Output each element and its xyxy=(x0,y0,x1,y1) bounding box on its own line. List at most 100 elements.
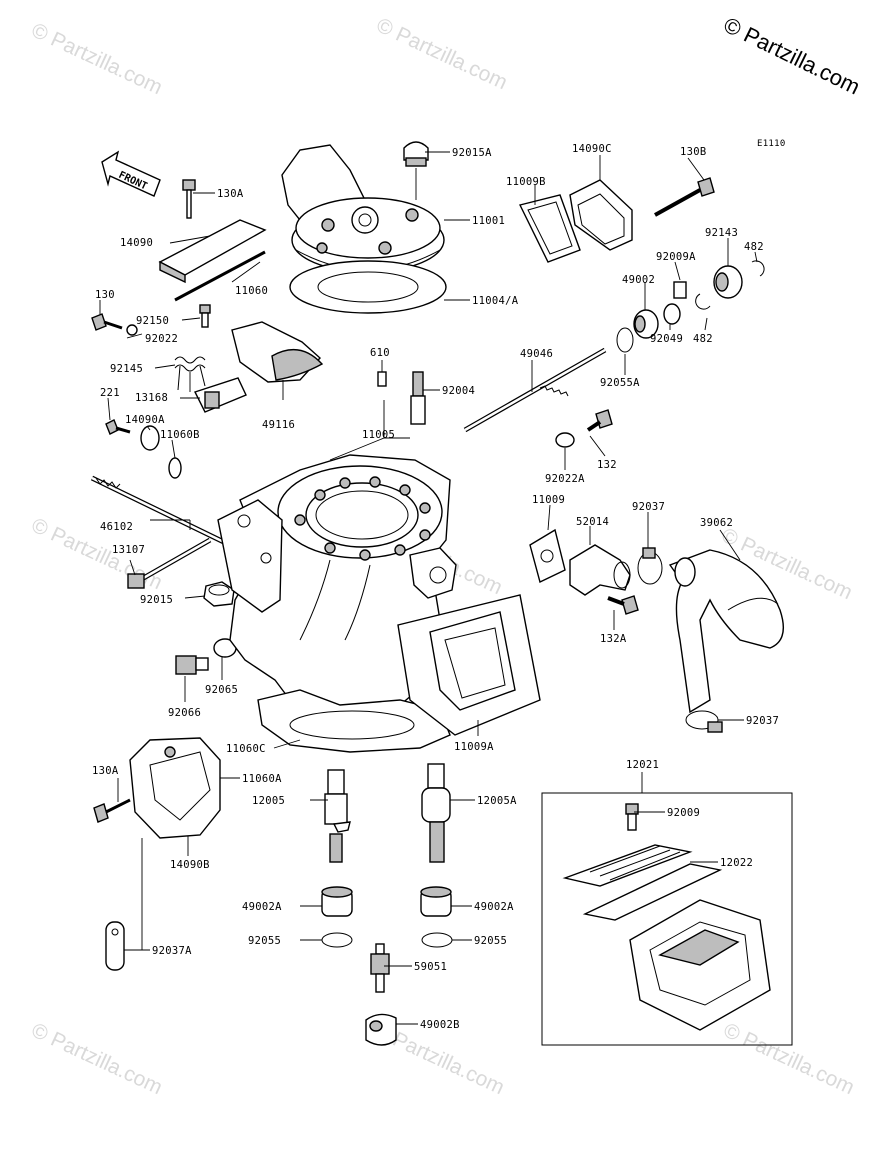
valve-shaft-icon xyxy=(463,347,607,433)
part-label-11005[interactable]: 11005 xyxy=(362,429,395,441)
part-label-92145[interactable]: 92145 xyxy=(110,363,143,375)
part-label-92015[interactable]: 92015 xyxy=(140,594,173,606)
watermark: © Partzilla.com xyxy=(373,14,511,95)
head-gasket-icon xyxy=(289,260,447,314)
part-label-92143[interactable]: 92143 xyxy=(705,227,738,239)
part-label-11009B[interactable]: 11009B xyxy=(506,176,546,188)
part-label-49046[interactable]: 49046 xyxy=(520,348,553,360)
o-ring-icon xyxy=(421,932,453,948)
part-label-92009A[interactable]: 92009A xyxy=(656,251,696,263)
part-label-92022A[interactable]: 92022A xyxy=(545,473,585,485)
part-label-52014[interactable]: 52014 xyxy=(576,516,609,528)
drain-plug-icon xyxy=(175,655,209,675)
hose-clamp-icon xyxy=(685,710,723,733)
part-label-92009[interactable]: 92009 xyxy=(667,807,700,819)
bolt-icon xyxy=(586,409,613,432)
part-label-49116[interactable]: 49116 xyxy=(262,419,295,431)
part-label-92065[interactable]: 92065 xyxy=(205,684,238,696)
rack-shaft-icon xyxy=(90,475,232,548)
part-label-92055[interactable]: 92055 xyxy=(474,935,507,947)
part-label-49002A[interactable]: 49002A xyxy=(474,901,514,913)
part-label-59051[interactable]: 59051 xyxy=(414,961,447,973)
part-label-92055A[interactable]: 92055A xyxy=(600,377,640,389)
cover-icon xyxy=(569,179,633,251)
part-label-11009A[interactable]: 11009A xyxy=(454,741,494,753)
part-label-92004[interactable]: 92004 xyxy=(442,385,475,397)
part-label-46102[interactable]: 46102 xyxy=(100,521,133,533)
cylinder-icon xyxy=(217,454,457,753)
watermark: © Partzilla.com xyxy=(720,1019,858,1100)
gasket-icon xyxy=(518,194,581,263)
reed-gasket-icon xyxy=(397,594,541,736)
nut-icon xyxy=(203,581,235,607)
cover-plate-icon xyxy=(140,425,160,451)
part-label-130A[interactable]: 130A xyxy=(217,188,244,200)
part-label-92066[interactable]: 92066 xyxy=(168,707,201,719)
diagram-code: E1110 xyxy=(757,139,786,149)
part-label-11060[interactable]: 11060 xyxy=(235,285,268,297)
part-label-12005A[interactable]: 12005A xyxy=(477,795,517,807)
bolt-icon xyxy=(654,177,715,217)
part-label-14090[interactable]: 14090 xyxy=(120,237,153,249)
dowel-pin-icon xyxy=(377,371,387,387)
part-label-14090A[interactable]: 14090A xyxy=(125,414,165,426)
part-label-92150[interactable]: 92150 xyxy=(136,315,169,327)
bolt-icon xyxy=(91,313,123,331)
part-label-92022[interactable]: 92022 xyxy=(145,333,178,345)
part-label-92015A[interactable]: 92015A xyxy=(452,147,492,159)
front-arrow-icon: FRONT xyxy=(101,150,161,197)
part-label-130[interactable]: 130 xyxy=(95,289,115,301)
bushing-icon xyxy=(420,886,452,917)
part-label-92037A[interactable]: 92037A xyxy=(152,945,192,957)
exhaust-valve-icon xyxy=(231,321,324,383)
part-label-130B[interactable]: 130B xyxy=(680,146,707,158)
part-label-49002[interactable]: 49002 xyxy=(622,274,655,286)
leader-lines xyxy=(99,151,758,1025)
part-label-12021[interactable]: 12021 xyxy=(626,759,659,771)
part-label-11004-A[interactable]: 11004/A xyxy=(472,295,519,307)
valve-lever-icon xyxy=(194,377,247,413)
watermark: © Partzilla.com xyxy=(28,19,166,100)
bolt-icon xyxy=(607,595,639,615)
cover-plate-icon xyxy=(158,219,267,302)
seal-icon xyxy=(663,303,681,325)
part-label-11060C[interactable]: 11060C xyxy=(226,743,266,755)
part-label-92037[interactable]: 92037 xyxy=(746,715,779,727)
part-label-49002A[interactable]: 49002A xyxy=(242,901,282,913)
part-label-11060B[interactable]: 11060B xyxy=(160,429,200,441)
part-label-14090C[interactable]: 14090C xyxy=(572,143,612,155)
part-label-92049[interactable]: 92049 xyxy=(650,333,683,345)
reed-valve-inset-box xyxy=(541,792,793,1046)
part-label-92055[interactable]: 92055 xyxy=(248,935,281,947)
part-label-92037[interactable]: 92037 xyxy=(632,501,665,513)
screw-icon xyxy=(105,419,131,435)
bushing-icon xyxy=(365,1013,397,1046)
bushing-icon xyxy=(321,886,353,917)
part-label-39062[interactable]: 39062 xyxy=(700,517,733,529)
part-label-13107[interactable]: 13107 xyxy=(112,544,145,556)
part-label-610[interactable]: 610 xyxy=(370,347,390,359)
pump-shaft-icon xyxy=(421,763,451,863)
part-label-221[interactable]: 221 xyxy=(100,387,120,399)
hose-clamp-icon xyxy=(637,547,663,585)
part-label-130A[interactable]: 130A xyxy=(92,765,119,777)
part-label-13168[interactable]: 13168 xyxy=(135,392,168,404)
part-label-12005[interactable]: 12005 xyxy=(252,795,285,807)
part-label-49002B[interactable]: 49002B xyxy=(420,1019,460,1031)
part-label-132A[interactable]: 132A xyxy=(600,633,627,645)
part-label-11009[interactable]: 11009 xyxy=(532,494,565,506)
part-label-11001[interactable]: 11001 xyxy=(472,215,505,227)
bushing-icon xyxy=(633,309,659,339)
watermark: © Partzilla.com xyxy=(28,514,166,595)
part-label-14090B[interactable]: 14090B xyxy=(170,859,210,871)
part-label-12022[interactable]: 12022 xyxy=(720,857,753,869)
clip-icon xyxy=(105,921,125,971)
collar-icon xyxy=(713,265,743,299)
part-label-132[interactable]: 132 xyxy=(597,459,617,471)
gasket-icon xyxy=(168,457,182,479)
part-label-482[interactable]: 482 xyxy=(693,333,713,345)
washer-icon xyxy=(126,324,138,336)
part-label-11060A[interactable]: 11060A xyxy=(242,773,282,785)
part-label-482[interactable]: 482 xyxy=(744,241,764,253)
gear-shaft-icon xyxy=(127,537,212,589)
